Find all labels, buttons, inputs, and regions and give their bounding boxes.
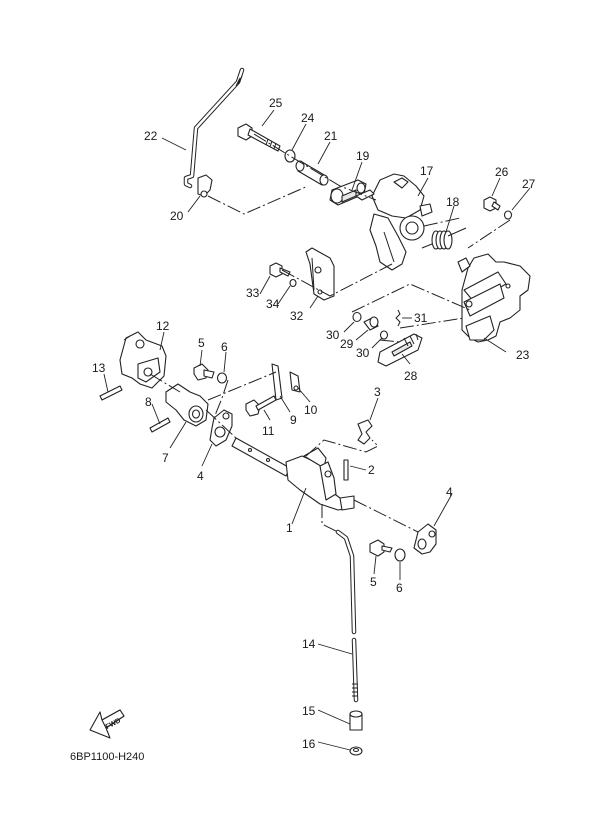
callout-1: 1 bbox=[286, 521, 293, 535]
callout-31: 31 bbox=[414, 311, 428, 325]
leader-lines bbox=[103, 109, 531, 751]
bracket-23 bbox=[457, 253, 531, 343]
plate-32 bbox=[305, 247, 335, 301]
washer-6b bbox=[394, 548, 406, 562]
callout-11: 11 bbox=[262, 424, 275, 438]
spring-18 bbox=[421, 227, 467, 250]
callout-6b: 6 bbox=[396, 581, 403, 595]
callout-3: 3 bbox=[374, 385, 381, 399]
bolt-26 bbox=[483, 196, 501, 212]
callout-21: 21 bbox=[324, 129, 338, 143]
callout-25: 25 bbox=[269, 96, 283, 110]
washer-34 bbox=[289, 278, 297, 288]
pin-31 bbox=[395, 309, 401, 327]
callout-33: 33 bbox=[246, 286, 260, 300]
pin-13 bbox=[99, 385, 123, 401]
assembly-lines bbox=[149, 133, 511, 533]
washer-27 bbox=[503, 210, 513, 220]
callout-22: 22 bbox=[144, 129, 158, 143]
callout-34: 34 bbox=[266, 297, 280, 311]
callout-20: 20 bbox=[170, 209, 184, 223]
callout-15: 15 bbox=[302, 704, 316, 718]
callout-2: 2 bbox=[368, 463, 375, 477]
shift-shaft-1 bbox=[231, 437, 355, 511]
bolt-11 bbox=[245, 395, 277, 417]
collar-29 bbox=[363, 316, 379, 331]
callout-19: 19 bbox=[356, 149, 370, 163]
link-19 bbox=[329, 179, 367, 206]
plate-10 bbox=[289, 371, 301, 393]
callout-18: 18 bbox=[446, 195, 460, 209]
callout-4b: 4 bbox=[446, 485, 453, 499]
callout-29: 29 bbox=[340, 337, 354, 351]
pin-2 bbox=[343, 459, 349, 481]
callout-5a: 5 bbox=[198, 336, 205, 350]
throttle-rod-22 bbox=[183, 67, 245, 189]
callout-13: 13 bbox=[92, 361, 106, 375]
callout-16: 16 bbox=[302, 737, 316, 751]
washer-30b bbox=[379, 330, 389, 340]
callout-30b: 30 bbox=[356, 346, 370, 360]
bolt-5a bbox=[193, 363, 215, 381]
plate-9 bbox=[271, 363, 283, 401]
bolt-5b bbox=[369, 539, 393, 557]
collar-21 bbox=[295, 160, 329, 186]
callout-8: 8 bbox=[145, 395, 152, 409]
callout-30a: 30 bbox=[326, 328, 340, 342]
lever-17 bbox=[355, 173, 433, 271]
lever-4a bbox=[209, 409, 233, 447]
washer-30a bbox=[352, 311, 362, 323]
callout-26: 26 bbox=[495, 165, 509, 179]
callout-6a: 6 bbox=[221, 340, 228, 354]
nut-15 bbox=[349, 710, 363, 731]
lever-7 bbox=[165, 383, 209, 427]
control-rod-14 bbox=[335, 529, 359, 703]
screw-33 bbox=[269, 262, 291, 278]
fwd-arrow-icon: FWD bbox=[89, 709, 125, 739]
callout-labels: 22 20 25 24 21 19 17 18 26 27 23 33 34 3… bbox=[92, 96, 536, 751]
lever-4b bbox=[413, 523, 437, 555]
callout-10: 10 bbox=[304, 403, 318, 417]
clip-3 bbox=[357, 419, 373, 445]
callout-27: 27 bbox=[522, 177, 536, 191]
slider-28 bbox=[377, 333, 423, 367]
callout-28: 28 bbox=[404, 369, 418, 383]
callout-7: 7 bbox=[162, 451, 169, 465]
washer-6a bbox=[216, 372, 228, 384]
callout-4a: 4 bbox=[197, 469, 204, 483]
pin-8 bbox=[149, 417, 171, 433]
callout-14: 14 bbox=[302, 637, 316, 651]
callout-17: 17 bbox=[420, 164, 434, 178]
nut-16 bbox=[349, 746, 363, 756]
clip-20 bbox=[197, 174, 213, 198]
callout-12: 12 bbox=[156, 319, 170, 333]
diagram-code: 6BP1100-H240 bbox=[70, 751, 144, 763]
callout-9: 9 bbox=[290, 413, 297, 427]
callout-32: 32 bbox=[290, 309, 304, 323]
washer-24 bbox=[284, 149, 296, 163]
callout-24: 24 bbox=[301, 111, 315, 125]
bracket-12 bbox=[119, 331, 167, 389]
bolt-25 bbox=[237, 123, 281, 152]
callout-23: 23 bbox=[516, 348, 530, 362]
callout-5b: 5 bbox=[370, 575, 377, 589]
